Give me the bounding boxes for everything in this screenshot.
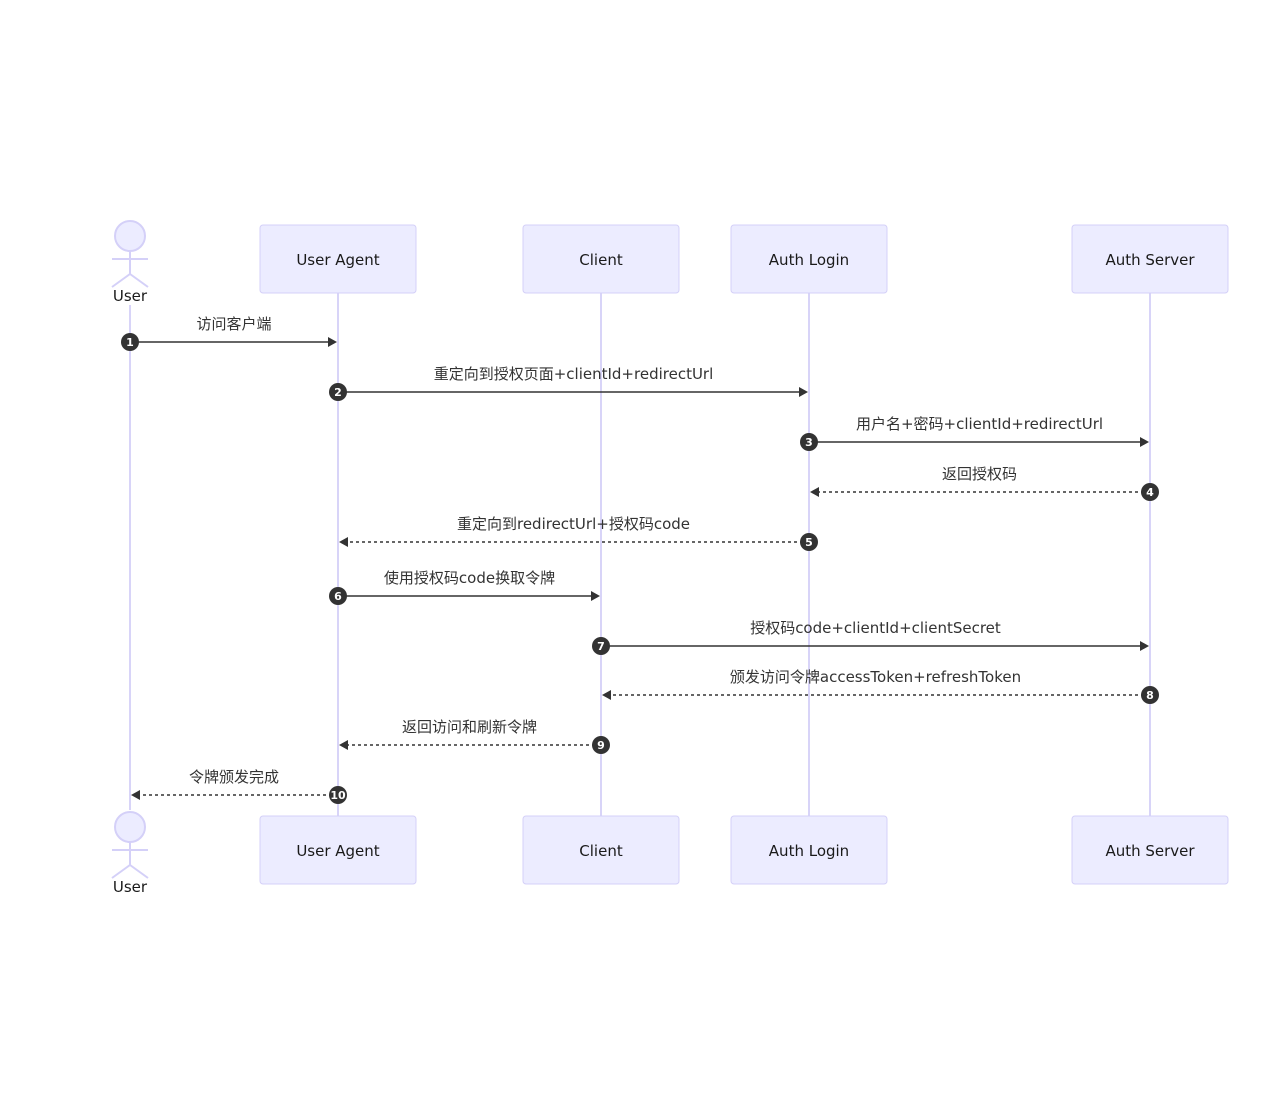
participants-bottom: User User Agent Client Auth Login Auth Serve…	[111, 811, 1229, 896]
sequence-circle	[121, 333, 139, 351]
actor-label: User	[113, 287, 148, 305]
participant-label: User Agent	[296, 842, 379, 860]
arrowhead-icon	[799, 387, 808, 397]
message-5: 重定向到redirectUrl+授权码code 5	[339, 515, 818, 551]
message-1: 访问客户端 1	[121, 315, 337, 351]
sequence-circle	[329, 587, 347, 605]
participants-top: User User Agent Client Auth Login Auth Serve…	[111, 220, 1229, 305]
message-8: 颁发访问令牌accessToken+refreshToken 8	[602, 668, 1159, 704]
sequence-number: 6	[334, 590, 342, 603]
participant-client-bottom: Client	[522, 815, 680, 885]
sequence-number-badge: 6	[329, 587, 347, 605]
participant-label: User Agent	[296, 251, 379, 269]
message-label: 访问客户端	[196, 315, 271, 333]
arrowhead-icon	[602, 690, 611, 700]
actor-label: User	[113, 878, 148, 896]
participant-user-agent-top: User Agent	[259, 224, 417, 294]
message-7: 授权码code+clientId+clientSecret 7	[592, 619, 1149, 655]
messages: 访问客户端 1 重定向到授权页面+clientId+redirectUrl 2 用户名+…	[121, 315, 1159, 804]
participant-label: Auth Login	[769, 842, 849, 860]
sequence-number: 5	[805, 536, 813, 549]
message-label: 返回访问和刷新令牌	[402, 718, 537, 736]
participant-auth-server-bottom: Auth Server	[1071, 815, 1229, 885]
sequence-number-badge: 9	[592, 736, 610, 754]
sequence-circle	[329, 786, 347, 804]
arrowhead-icon	[1140, 641, 1149, 651]
message-10: 令牌颁发完成 10	[131, 768, 347, 804]
participant-label: Auth Server	[1105, 251, 1195, 269]
message-label: 颁发访问令牌accessToken+refreshToken	[730, 668, 1021, 686]
actor-user-top: User	[111, 220, 149, 305]
arrowhead-icon	[591, 591, 600, 601]
participant-box	[259, 224, 417, 294]
actor-right-leg	[129, 864, 149, 879]
participant-box	[522, 815, 680, 885]
participant-label: Client	[579, 842, 623, 860]
message-label: 使用授权码code换取令牌	[384, 569, 555, 587]
participant-box	[522, 224, 680, 294]
arrowhead-icon	[328, 337, 337, 347]
participant-box	[1071, 224, 1229, 294]
actor-right-leg	[129, 273, 149, 288]
message-4: 返回授权码 4	[810, 465, 1159, 501]
sequence-circle	[800, 533, 818, 551]
participant-box	[1071, 815, 1229, 885]
participant-label: Client	[579, 251, 623, 269]
message-3: 用户名+密码+clientId+redirectUrl 3	[800, 415, 1149, 451]
sequence-number-badge: 8	[1141, 686, 1159, 704]
sequence-number: 10	[330, 789, 346, 802]
arrowhead-icon	[339, 740, 348, 750]
message-label: 重定向到授权页面+clientId+redirectUrl	[434, 365, 714, 383]
sequence-circle	[800, 433, 818, 451]
participant-box	[730, 224, 888, 294]
sequence-number-badge: 5	[800, 533, 818, 551]
actor-head-icon	[114, 811, 146, 843]
sequence-number: 3	[805, 436, 813, 449]
sequence-number: 1	[126, 336, 134, 349]
sequence-circle	[1141, 483, 1159, 501]
sequence-number: 8	[1146, 689, 1154, 702]
message-6: 使用授权码code换取令牌 6	[329, 569, 600, 605]
sequence-number-badge: 2	[329, 383, 347, 401]
actor-head-icon	[114, 220, 146, 252]
sequence-number: 2	[334, 386, 342, 399]
participant-auth-server-top: Auth Server	[1071, 224, 1229, 294]
sequence-number-badge: 3	[800, 433, 818, 451]
participant-label: Auth Login	[769, 251, 849, 269]
message-2: 重定向到授权页面+clientId+redirectUrl 2	[329, 365, 808, 401]
participant-user-agent-bottom: User Agent	[259, 815, 417, 885]
participant-client-top: Client	[522, 224, 680, 294]
arrowhead-icon	[131, 790, 140, 800]
participant-box	[730, 815, 888, 885]
sequence-circle	[1141, 686, 1159, 704]
arrowhead-icon	[1140, 437, 1149, 447]
sequence-number: 9	[597, 739, 605, 752]
lifelines	[129, 293, 1151, 816]
sequence-circle	[329, 383, 347, 401]
message-9: 返回访问和刷新令牌 9	[339, 718, 610, 754]
participant-label: Auth Server	[1105, 842, 1195, 860]
participant-box	[259, 815, 417, 885]
message-label: 用户名+密码+clientId+redirectUrl	[856, 415, 1103, 433]
sequence-number-badge: 4	[1141, 483, 1159, 501]
message-label: 令牌颁发完成	[189, 768, 279, 786]
arrowhead-icon	[339, 537, 348, 547]
actor-left-leg	[111, 273, 131, 288]
arrowhead-icon	[810, 487, 819, 497]
sequence-number: 4	[1146, 486, 1154, 499]
sequence-number-badge: 10	[329, 786, 347, 804]
sequence-number-badge: 1	[121, 333, 139, 351]
sequence-number: 7	[597, 640, 605, 653]
participant-auth-login-bottom: Auth Login	[730, 815, 888, 885]
message-label: 返回授权码	[942, 465, 1017, 483]
participant-auth-login-top: Auth Login	[730, 224, 888, 294]
sequence-circle	[592, 736, 610, 754]
actor-user-bottom: User	[111, 811, 149, 896]
actor-left-leg	[111, 864, 131, 879]
message-label: 重定向到redirectUrl+授权码code	[457, 515, 690, 533]
sequence-circle	[592, 637, 610, 655]
message-label: 授权码code+clientId+clientSecret	[750, 619, 1001, 637]
sequence-number-badge: 7	[592, 637, 610, 655]
